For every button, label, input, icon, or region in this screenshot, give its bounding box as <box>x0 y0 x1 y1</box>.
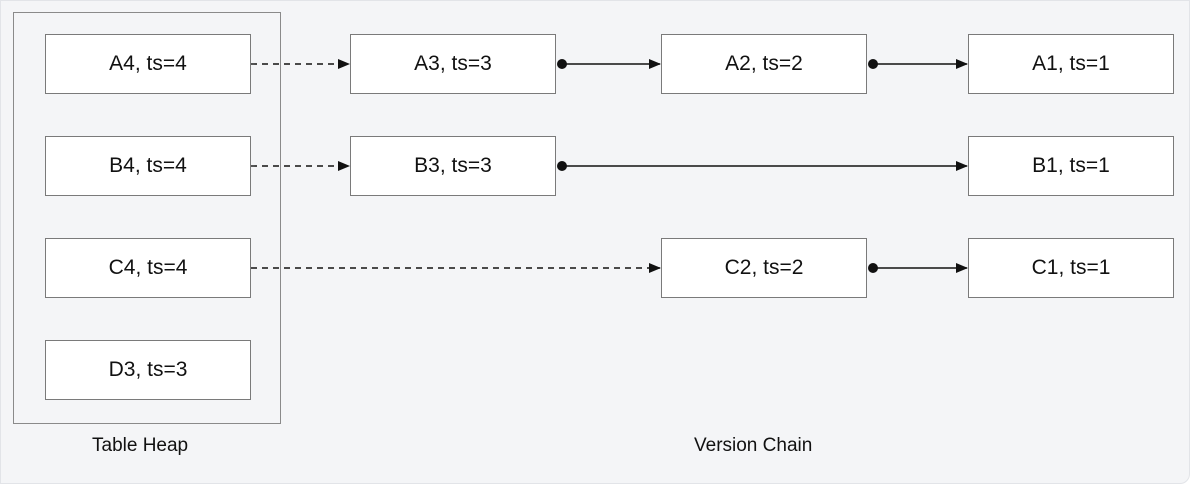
heap-item-d3: D3, ts=3 <box>45 340 251 400</box>
arrows-layer <box>251 59 968 273</box>
chain-item-a2: A2, ts=2 <box>661 34 867 94</box>
chain-item-a3: A3, ts=3 <box>350 34 556 94</box>
chain-item-b1: B1, ts=1 <box>968 136 1174 196</box>
version-chain-caption: Version Chain <box>694 435 813 456</box>
chain-item-b3: B3, ts=3 <box>350 136 556 196</box>
table-heap-container <box>13 12 281 424</box>
chain-item-a1: A1, ts=1 <box>968 34 1174 94</box>
table-heap-caption: Table Heap <box>92 435 189 456</box>
heap-item-a4: A4, ts=4 <box>45 34 251 94</box>
diagram-panel: A4, ts=4 B4, ts=4 C4, ts=4 D3, ts=3 A3, … <box>0 0 1190 484</box>
chain-item-c2: C2, ts=2 <box>661 238 867 298</box>
chain-item-c1: C1, ts=1 <box>968 238 1174 298</box>
heap-item-c4: C4, ts=4 <box>45 238 251 298</box>
heap-item-b4: B4, ts=4 <box>45 136 251 196</box>
